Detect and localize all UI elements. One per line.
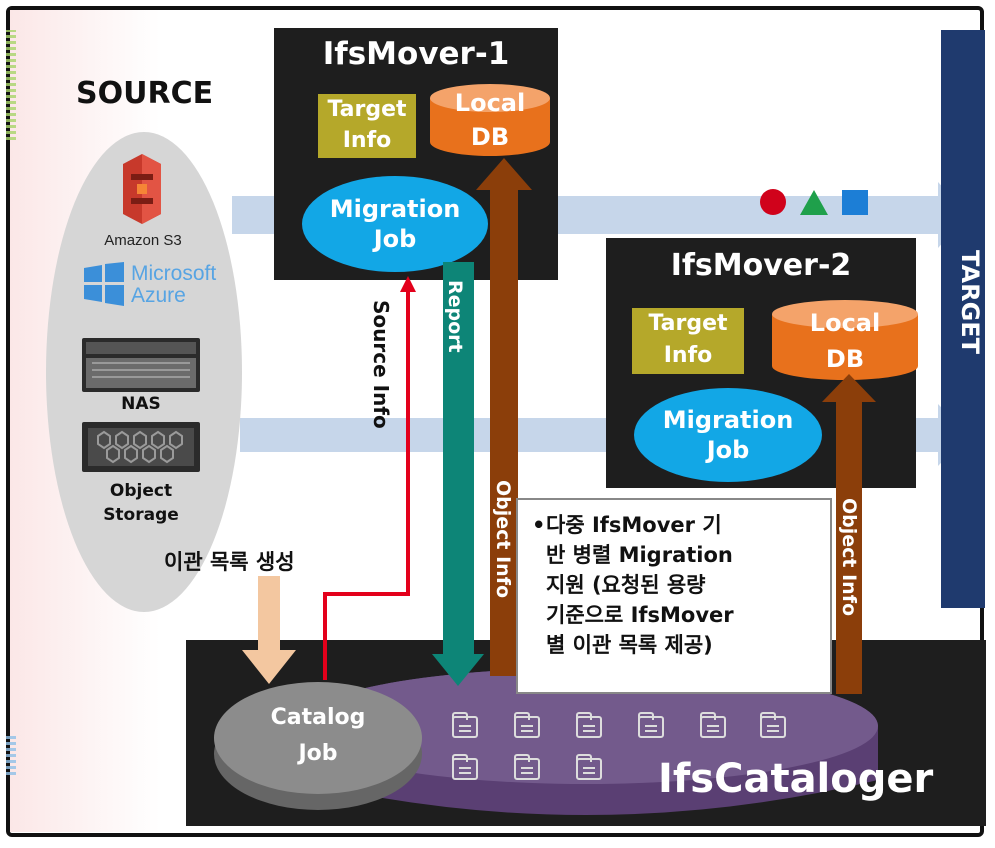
- report-label: Report: [444, 280, 466, 353]
- ifsmover-1-target-info-line1: Target: [327, 97, 407, 122]
- report-arrow: [432, 262, 484, 686]
- folder-icon: [514, 712, 540, 738]
- note-bullet: •: [532, 513, 546, 537]
- note-box: • 다중 IfsMover 기 반 병렬 Migration 지원 (요청된 용…: [516, 498, 832, 694]
- folder-icon: [760, 712, 786, 738]
- decorative-dots-top: [6, 30, 16, 140]
- folder-icon: [700, 712, 726, 738]
- note-line5: 별 이관 목록 제공): [546, 633, 713, 657]
- folder-icon: [638, 712, 664, 738]
- folder-icon: [452, 712, 478, 738]
- source-info-label: Source Info: [369, 300, 393, 429]
- folder-icon: [452, 754, 478, 780]
- object-info-label-1: Object Info: [492, 480, 514, 599]
- cataloger-graphics: [214, 668, 878, 815]
- note-line3: 지원 (요청된 용량: [546, 573, 706, 597]
- ifsmover-2-target-info-line2: Info: [663, 343, 713, 368]
- target-bar: [941, 30, 985, 608]
- ifsmover-1-job-line1: Migration: [329, 195, 461, 223]
- folder-icon: [576, 754, 602, 780]
- ifsmover-2-migration-job: Migration Job: [634, 388, 822, 482]
- ifsmover-1-local-db: Local DB: [430, 84, 550, 156]
- ifsmover-1-job-line2: Job: [373, 225, 417, 253]
- ifsmover-2-job-line1: Migration: [662, 406, 794, 434]
- ifsmover-1-db-line1: Local: [454, 89, 526, 117]
- object-info-label-2: Object Info: [838, 498, 860, 617]
- note-line1: 다중 IfsMover 기: [546, 513, 722, 537]
- ifsmover-1-target-info: Target Info: [318, 94, 416, 158]
- target-label: TARGET: [956, 250, 984, 355]
- catalog-job-disc: [214, 682, 422, 794]
- folder-icon: [576, 712, 602, 738]
- decorative-dots-bottom: [6, 735, 16, 775]
- ifsmover-2-title: IfsMover-2: [670, 248, 852, 283]
- red-circle-shape: [760, 189, 786, 215]
- object-info-arrow-2: [822, 374, 876, 694]
- ifsmover-2-local-db: Local DB: [772, 300, 918, 380]
- ifsmover-2-target-info-line1: Target: [648, 311, 728, 336]
- ifsmover-2-db-line2: DB: [825, 345, 865, 373]
- ifsmover-1-title: IfsMover-1: [322, 36, 510, 72]
- source-info-arrow: [323, 290, 410, 680]
- azure-label-line2: Azure: [131, 284, 186, 307]
- ifsmover-2-job-line2: Job: [706, 436, 750, 464]
- microsoft-azure-icon: [84, 262, 124, 306]
- green-triangle-shape: [800, 190, 828, 215]
- nas-server-icon: [82, 338, 200, 392]
- nas-label: NAS: [121, 394, 161, 414]
- folder-icon: [514, 754, 540, 780]
- ifsmover-1-target-info-line2: Info: [342, 128, 392, 153]
- ifsmover-2-target-info: Target Info: [632, 308, 744, 374]
- amazon-s3-icon: [123, 154, 161, 224]
- object-storage-server-icon: [82, 422, 200, 472]
- blue-square-shape: [842, 190, 868, 215]
- note-line4: 기준으로 IfsMover: [546, 603, 734, 627]
- data-shapes: [760, 189, 868, 215]
- note-line2: 반 병렬 Migration: [546, 543, 733, 567]
- catalog-job-line2: Job: [298, 741, 338, 766]
- catalog-list-label: 이관 목록 생성: [164, 550, 295, 574]
- source-title: SOURCE: [76, 76, 214, 111]
- catalog-job-line1: Catalog: [270, 705, 366, 730]
- azure-label-line1: Microsoft: [131, 262, 217, 285]
- ifsmover-1-db-line2: DB: [470, 123, 510, 151]
- amazon-s3-label: Amazon S3: [104, 232, 182, 249]
- ifsmover-1-migration-job: Migration Job: [302, 176, 488, 272]
- object-storage-label-line1: Object: [109, 481, 173, 501]
- catalog-list-arrow: [242, 576, 296, 684]
- object-storage-label-line2: Storage: [103, 505, 179, 525]
- catalog-job: Catalog Job: [214, 700, 422, 772]
- ifsmover-2-db-line1: Local: [809, 309, 881, 337]
- ifscataloger-title: IfsCataloger: [658, 756, 934, 802]
